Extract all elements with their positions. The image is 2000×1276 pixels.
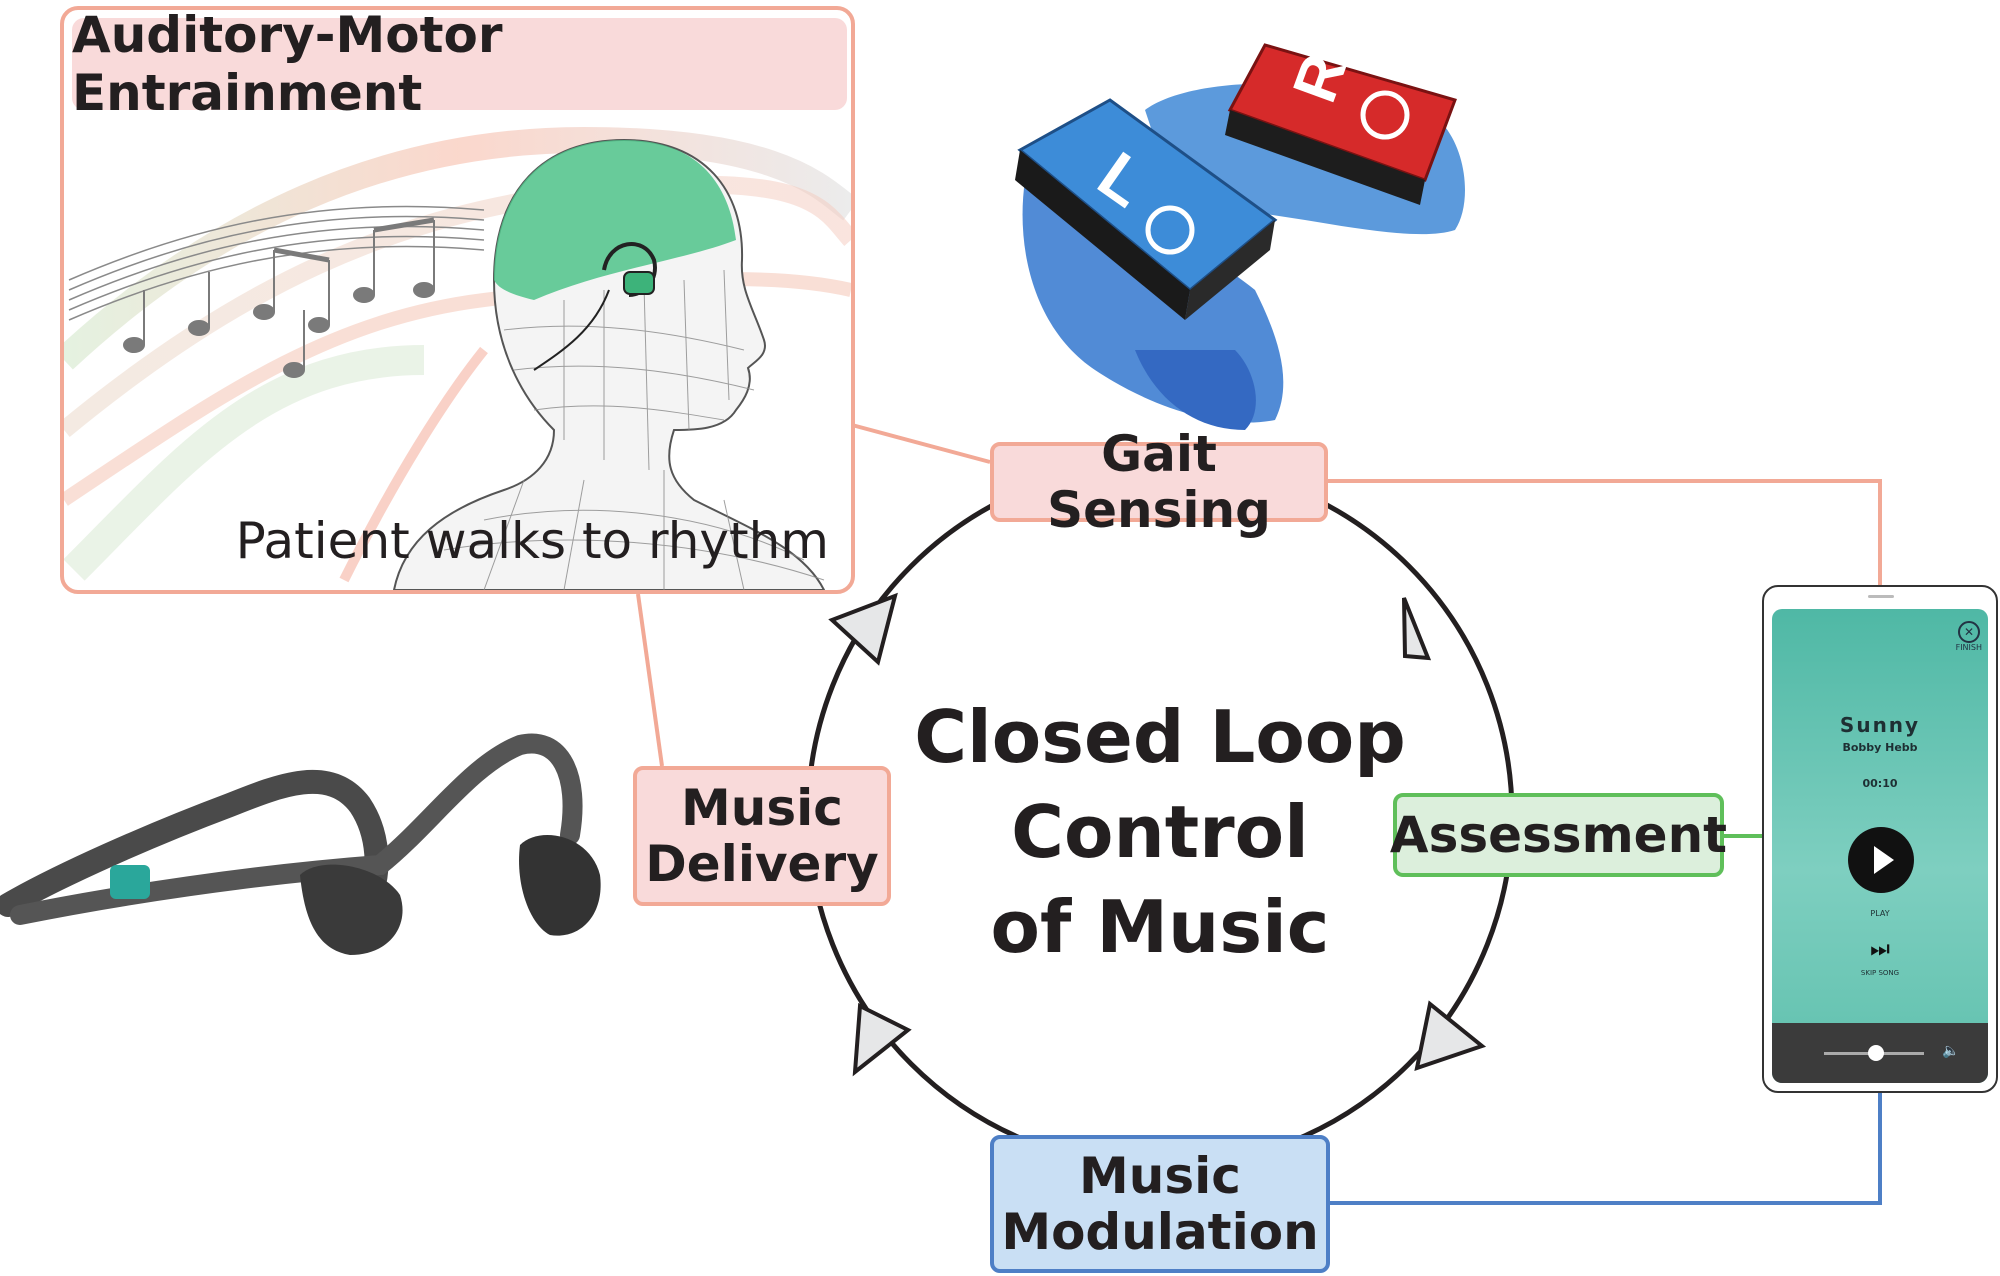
node-gait-sensing-label: Gait Sensing <box>1047 425 1271 539</box>
finish-label: FINISH <box>1955 643 1982 652</box>
panel-title: Auditory-Motor Entrainment <box>72 10 847 122</box>
connector-panel-to-gait <box>851 423 991 464</box>
connector-modulation-to-phone <box>1330 1092 1882 1205</box>
phone-speaker-slot <box>1868 595 1894 598</box>
skip-icon[interactable]: ⏭ <box>1870 937 1890 962</box>
artist-name: Bobby Hebb <box>1842 741 1918 754</box>
play-icon <box>1874 846 1894 874</box>
bone-conduction-headphones <box>0 733 601 955</box>
loop-arrow-top-right <box>1402 597 1432 661</box>
play-label: PLAY <box>1870 909 1890 918</box>
node-assessment-label: Assessment <box>1389 806 1728 864</box>
head-wireframe <box>392 138 826 590</box>
control-button-icon <box>110 865 150 899</box>
volume-slider-handle[interactable] <box>1868 1045 1884 1061</box>
play-button[interactable] <box>1848 827 1914 893</box>
close-icon[interactable]: ✕ <box>1958 621 1980 643</box>
speaker-icon: 🔈 <box>1942 1043 1960 1059</box>
music-notes <box>123 217 435 378</box>
node-music-modulation-line2: Modulation <box>1001 1203 1319 1261</box>
entrainment-illustration <box>64 126 851 590</box>
loop-arrow-bottom-left <box>852 1002 912 1077</box>
right-sensor: R <box>1225 43 1457 205</box>
gait-sensor-devices: R L <box>1015 43 1465 430</box>
phone-screen: ✕ FINISH Sunny Bobby Hebb 00:10 PLAY ⏭ S… <box>1772 609 1988 1083</box>
skip-label: SKIP SONG <box>1860 969 1900 977</box>
elapsed-time: 00:10 <box>1862 777 1898 790</box>
node-music-delivery: Music Delivery <box>633 766 891 906</box>
node-music-modulation: Music Modulation <box>990 1135 1330 1273</box>
loop-arrow-bottom-right <box>1414 1000 1487 1072</box>
player-footer: 🔈 <box>1772 1023 1988 1083</box>
loop-title-line1: Closed Loop <box>914 695 1406 779</box>
loop-center-title: Closed Loop Control of Music <box>900 690 1420 975</box>
song-title: Sunny <box>1839 713 1921 737</box>
node-gait-sensing: Gait Sensing <box>990 426 1328 538</box>
node-music-modulation-line1: Music <box>1079 1147 1241 1205</box>
connector-panel-to-delivery <box>636 593 664 767</box>
loop-arrow-top-left <box>828 592 898 666</box>
node-assessment: Assessment <box>1389 793 1728 877</box>
node-music-delivery-line2: Delivery <box>645 835 879 893</box>
loop-title-line2: Control <box>1011 790 1309 875</box>
loop-title-line3: of Music <box>990 885 1330 970</box>
music-staff <box>68 205 485 321</box>
node-music-delivery-line1: Music <box>681 779 843 837</box>
smartphone-app: ✕ FINISH Sunny Bobby Hebb 00:10 PLAY ⏭ S… <box>1762 585 1998 1093</box>
auditory-motor-panel: Auditory-Motor Entrainment Patient walks… <box>60 6 855 594</box>
panel-caption: Patient walks to rhythm <box>235 512 829 570</box>
left-sensor: L <box>1015 98 1278 320</box>
connector-gait-to-phone <box>1328 479 1882 590</box>
